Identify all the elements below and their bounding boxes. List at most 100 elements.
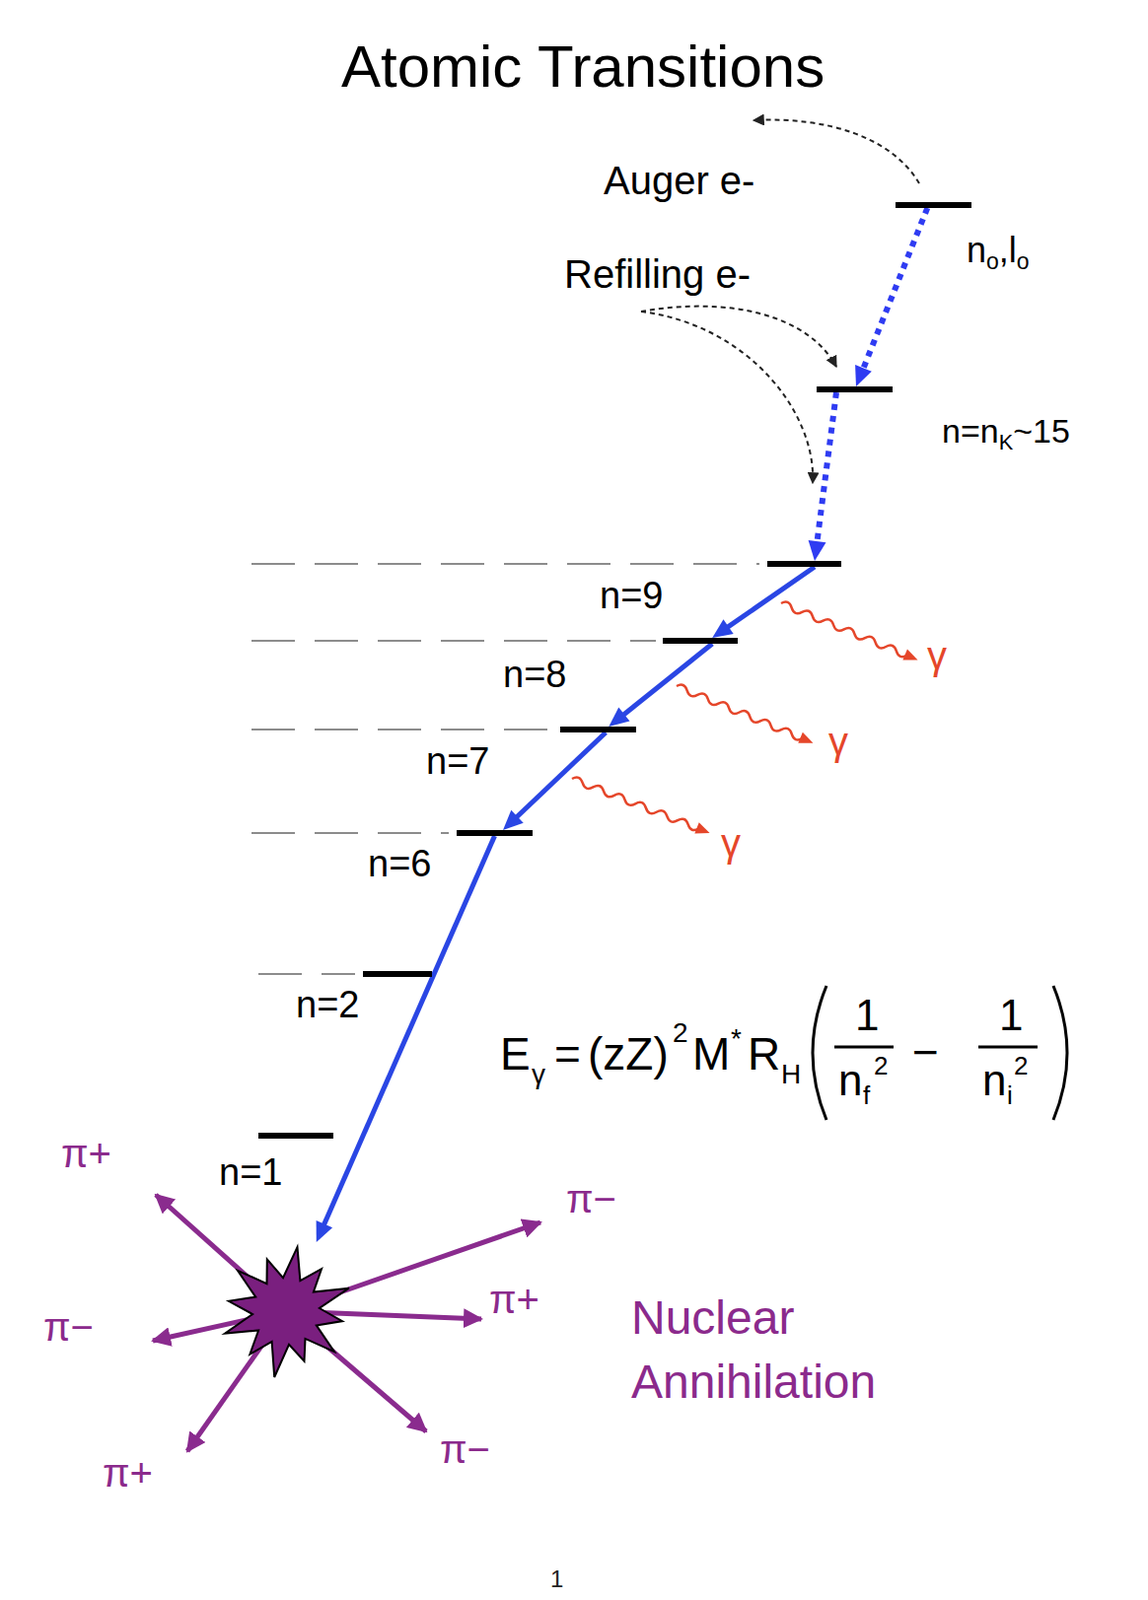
energy-level: n=6 bbox=[456, 830, 533, 837]
formula-numerator: 1 bbox=[999, 994, 1023, 1038]
level-text: n bbox=[966, 229, 987, 271]
level-text: ~15 bbox=[1012, 412, 1071, 450]
level-label: n=7 bbox=[426, 742, 490, 781]
energy-level: n=nK~15 bbox=[816, 386, 893, 393]
gamma-label: γ bbox=[720, 823, 741, 863]
level-text: n=9 bbox=[599, 574, 663, 617]
energy-level: n=2 bbox=[362, 971, 432, 978]
pion-label: π− bbox=[439, 1430, 491, 1470]
formula-subscript: i bbox=[1006, 1082, 1013, 1109]
level-text: ,l bbox=[999, 229, 1017, 271]
arrow-head bbox=[902, 649, 921, 666]
annihilation-star: Nuclear Annihilation bbox=[216, 1242, 356, 1381]
pion-label: π+ bbox=[489, 1280, 540, 1320]
level-extension bbox=[251, 640, 656, 643]
photon-wave bbox=[570, 773, 713, 839]
formula-denominator: n bbox=[982, 1059, 1006, 1103]
photon-wave bbox=[571, 776, 701, 833]
arrow-head bbox=[316, 1220, 334, 1243]
formula-superscript: * bbox=[730, 1025, 742, 1054]
level-text: o bbox=[1016, 248, 1030, 275]
fraction-bar bbox=[834, 1046, 894, 1050]
connector-line bbox=[861, 208, 928, 372]
connector-line bbox=[621, 644, 713, 718]
formula-subscript: γ bbox=[531, 1061, 546, 1089]
level-extension bbox=[258, 973, 356, 976]
formula-symbol: E bbox=[500, 1031, 531, 1077]
arrow-head bbox=[797, 732, 816, 749]
level-label: n=1 bbox=[218, 1153, 283, 1192]
level-text: n=n bbox=[941, 412, 1000, 450]
gamma-label: γ bbox=[828, 721, 849, 762]
formula-symbol: M bbox=[692, 1031, 730, 1077]
refill-leader bbox=[641, 306, 837, 367]
level-text: n=2 bbox=[295, 984, 359, 1026]
formula-superscript: 2 bbox=[672, 1019, 689, 1048]
gamma-label: γ bbox=[927, 636, 947, 676]
formula-superscript: 2 bbox=[873, 1053, 888, 1079]
fraction-bar bbox=[978, 1046, 1038, 1050]
energy-level: no,lo bbox=[895, 202, 972, 209]
energy-level: n=9 bbox=[767, 561, 842, 568]
star-shape bbox=[224, 1247, 350, 1378]
level-extension bbox=[251, 728, 553, 731]
energy-level: n=7 bbox=[560, 726, 637, 733]
page-number: 1 bbox=[550, 1568, 564, 1592]
level-label: n=8 bbox=[502, 655, 567, 694]
arrow-head bbox=[694, 822, 712, 839]
refilling-label: Refilling e- bbox=[564, 254, 751, 294]
level-text: o bbox=[986, 248, 1000, 275]
photon-wave bbox=[779, 597, 921, 665]
level-text: K bbox=[999, 430, 1014, 455]
arrow-head bbox=[712, 619, 734, 639]
arrow-head bbox=[855, 364, 872, 387]
formula-symbol: R bbox=[747, 1031, 781, 1077]
formula-symbol: = bbox=[554, 1031, 581, 1077]
connector-line bbox=[816, 392, 837, 546]
formula-symbol: (zZ) bbox=[587, 1031, 669, 1077]
photon-wave bbox=[674, 680, 816, 749]
level-label: n=9 bbox=[599, 576, 663, 615]
level-extension bbox=[251, 563, 760, 566]
level-extension bbox=[251, 832, 449, 835]
formula-symbol: − bbox=[912, 1029, 939, 1076]
level-text: n=1 bbox=[218, 1151, 283, 1194]
pion-label: π− bbox=[43, 1307, 94, 1348]
formula-denominator: n bbox=[838, 1059, 862, 1103]
dotted-transition-arrow bbox=[855, 208, 928, 387]
energy-level: n=8 bbox=[662, 638, 738, 645]
level-label: no,lo bbox=[966, 232, 1030, 274]
formula-subscript: f bbox=[862, 1082, 870, 1109]
formula-numerator: 1 bbox=[855, 994, 879, 1038]
level-label: n=2 bbox=[295, 986, 359, 1024]
dotted-transition-arrow bbox=[808, 392, 837, 562]
transition-arrow bbox=[608, 644, 713, 727]
diagram-title: Atomic Transitions bbox=[341, 37, 825, 97]
level-text: n=7 bbox=[426, 740, 490, 783]
photon-wave bbox=[675, 683, 804, 742]
energy-level: n=1 bbox=[258, 1133, 334, 1140]
auger-label: Auger e- bbox=[603, 160, 755, 201]
arrow-head bbox=[608, 708, 630, 728]
formula-paren bbox=[1053, 986, 1068, 1121]
formula-paren bbox=[812, 986, 827, 1121]
annihilation-label: Nuclear Annihilation bbox=[631, 1287, 928, 1416]
level-text: n=8 bbox=[502, 653, 567, 696]
photon-wave bbox=[780, 600, 909, 659]
pion-label: π− bbox=[566, 1179, 617, 1220]
annihilation-text: Nuclear Annihilation bbox=[631, 1291, 876, 1409]
level-text: n=6 bbox=[367, 843, 431, 885]
connector-line bbox=[322, 836, 495, 1228]
formula-subscript: H bbox=[781, 1061, 801, 1089]
connector-line bbox=[724, 567, 815, 630]
transition-arrow bbox=[712, 567, 815, 639]
transition-arrow bbox=[316, 836, 496, 1243]
level-label: n=nK~15 bbox=[941, 414, 1071, 454]
connector-line bbox=[514, 732, 607, 820]
refill-leader bbox=[641, 311, 813, 484]
arrow-head bbox=[808, 540, 827, 562]
arrow-head bbox=[502, 810, 524, 831]
transition-arrow bbox=[502, 732, 606, 831]
star-outline bbox=[216, 1242, 356, 1381]
